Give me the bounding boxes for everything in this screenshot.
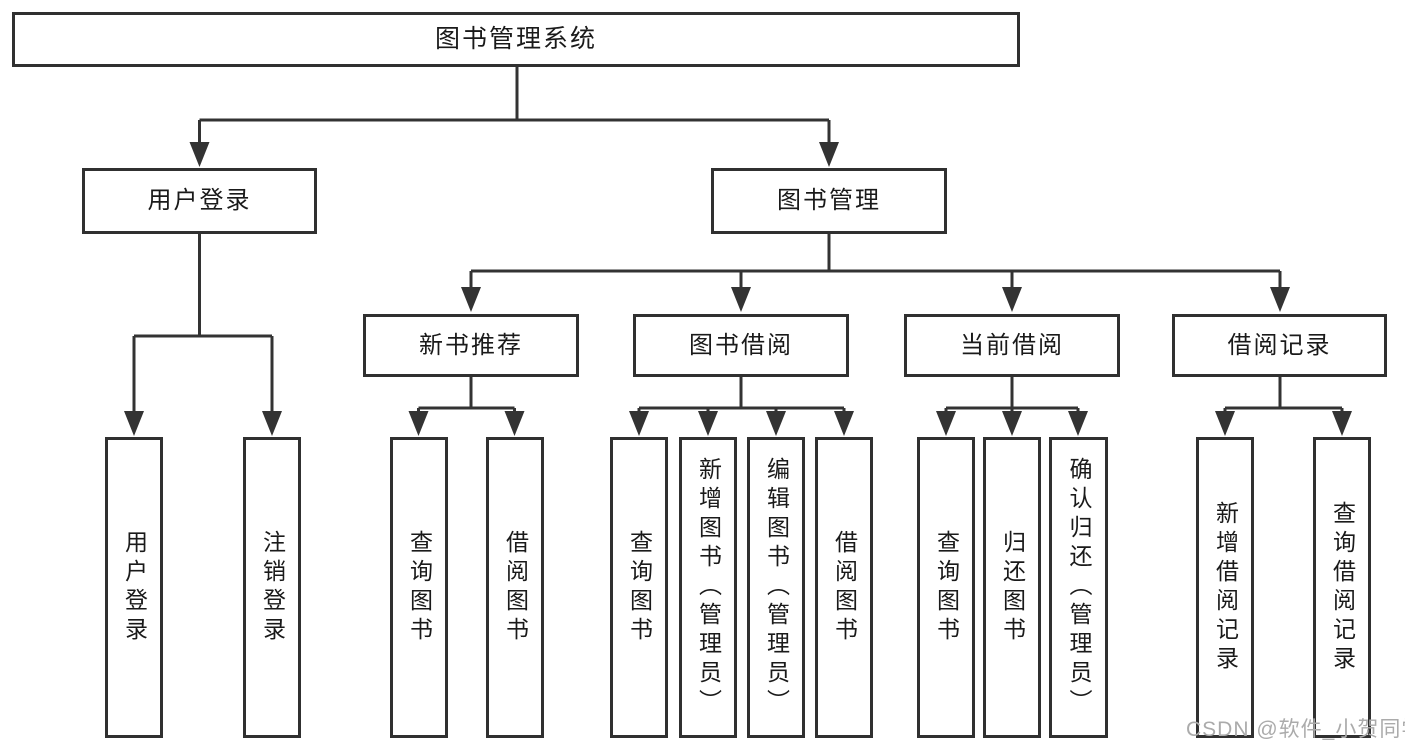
- leaf-recommend-query-books: 查询图书: [390, 437, 448, 738]
- leaf-borrowing-query-books: 查询图书: [610, 437, 668, 738]
- node-new-book-recommendation: 新书推荐: [363, 314, 579, 377]
- leaf-borrowing-borrow-books: 借阅图书: [815, 437, 873, 738]
- leaf-current-confirm-return-admin: 确认归还（管理员）: [1049, 437, 1108, 738]
- arrowheads-borrowing-records-children: [1215, 411, 1352, 436]
- node-current-borrowing: 当前借阅: [904, 314, 1120, 377]
- node-library-management-system: 图书管理系统: [12, 12, 1020, 67]
- leaf-recommend-borrow-books: 借阅图书: [486, 437, 544, 738]
- connector-book-borrowing-children: [637, 377, 846, 414]
- arrowheads-book-borrowing-children: [629, 411, 854, 436]
- arrowheads-level2: [189, 142, 839, 167]
- leaf-logout: 注销登录: [243, 437, 301, 738]
- leaf-borrowing-add-books-admin: 新增图书（管理员）: [679, 437, 737, 738]
- connector-borrowing-records-children: [1223, 377, 1344, 414]
- arrowheads-current-borrowing-children: [936, 411, 1088, 436]
- csdn-watermark: CSDN @软件_小贺同学: [1186, 718, 1405, 741]
- connector-new-book-recommendation-children: [417, 377, 516, 414]
- leaf-records-add-record: 新增借阅记录: [1196, 437, 1254, 738]
- leaf-current-query-books: 查询图书: [917, 437, 975, 738]
- connector-book-management-to-level3: [469, 234, 1282, 289]
- leaf-borrowing-edit-books-admin: 编辑图书（管理员）: [747, 437, 805, 738]
- node-book-borrowing: 图书借阅: [633, 314, 849, 377]
- leaf-records-query-record: 查询借阅记录: [1313, 437, 1371, 738]
- arrowheads-new-book-recommendation-children: [408, 411, 525, 436]
- leaf-user-login: 用户登录: [105, 437, 163, 738]
- arrowheads-user-login-children: [124, 411, 282, 436]
- leaf-current-return-books: 归还图书: [983, 437, 1041, 738]
- connector-current-borrowing-children: [944, 377, 1080, 414]
- connector-root-to-level2: [198, 67, 831, 144]
- connector-user-login-children: [132, 233, 274, 414]
- node-book-management: 图书管理: [711, 168, 947, 234]
- node-borrowing-records: 借阅记录: [1172, 314, 1387, 377]
- arrowheads-level3: [461, 287, 1290, 312]
- node-user-login: 用户登录: [82, 168, 317, 234]
